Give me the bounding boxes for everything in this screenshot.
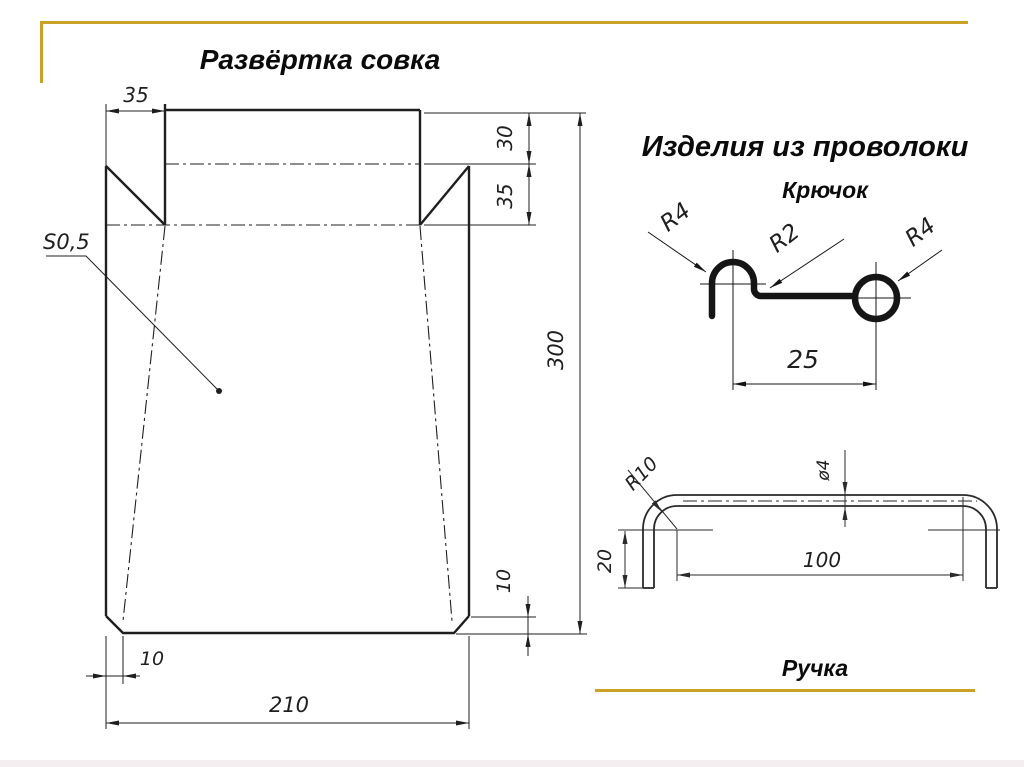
handle-wire	[642, 494, 998, 589]
scoop-development-drawing	[46, 104, 587, 729]
thickness-leader	[46, 255, 222, 394]
dim-back-height: 30	[493, 125, 517, 150]
handle-length: 100	[803, 548, 841, 572]
scoop-outline	[104, 104, 471, 635]
hook-centerlines	[700, 250, 911, 390]
hook-right-radius: R4	[901, 213, 941, 252]
dim-top-tab-width: 35	[123, 83, 148, 107]
wire-products-title: Изделия из проволоки	[641, 131, 969, 163]
handle-bend-radius: R10	[621, 453, 663, 495]
handle-arrowheads	[622, 482, 963, 588]
scoop-fold-lines	[106, 163, 453, 622]
scoop-arrowheads	[93, 108, 583, 726]
handle-wire-diameter: ø4	[814, 459, 834, 481]
dim-bottom-flap-height: 10	[493, 569, 515, 593]
handle-leg-height: 20	[594, 549, 616, 573]
dim-side-tab-height: 35	[493, 183, 517, 208]
handle-drawing	[618, 450, 1000, 589]
handle-label: Ручка	[781, 655, 849, 681]
hook-arrowheads	[693, 262, 911, 387]
scoop-dimension-texts: 35 30 35 300 10 210 10 S0,5	[43, 83, 568, 717]
hook-left-radius: R4	[656, 198, 696, 237]
dim-total-height: 300	[544, 330, 568, 370]
dim-total-width: 210	[269, 693, 309, 717]
scoop-title: Развёртка совка	[199, 44, 441, 75]
hook-subtitle: Крючок	[782, 177, 868, 203]
hook-wire	[708, 258, 855, 320]
frame-left-accent-line	[40, 21, 43, 83]
handle-underline-accent	[595, 689, 975, 692]
leader-dot	[216, 388, 222, 394]
thickness-label: S0,5	[43, 230, 90, 254]
handle-dimension-texts: R10 20 100 ø4	[594, 453, 841, 573]
hook-length: 25	[787, 345, 819, 374]
hook-drawing	[647, 231, 943, 390]
hook-dimension-texts: R4 R2 R4 25	[656, 198, 941, 374]
frame-top-accent-line	[40, 21, 968, 24]
hook-middle-radius: R2	[765, 219, 805, 258]
dim-bottom-inset: 10	[140, 648, 164, 670]
slide-bottom-edge	[0, 760, 1024, 767]
